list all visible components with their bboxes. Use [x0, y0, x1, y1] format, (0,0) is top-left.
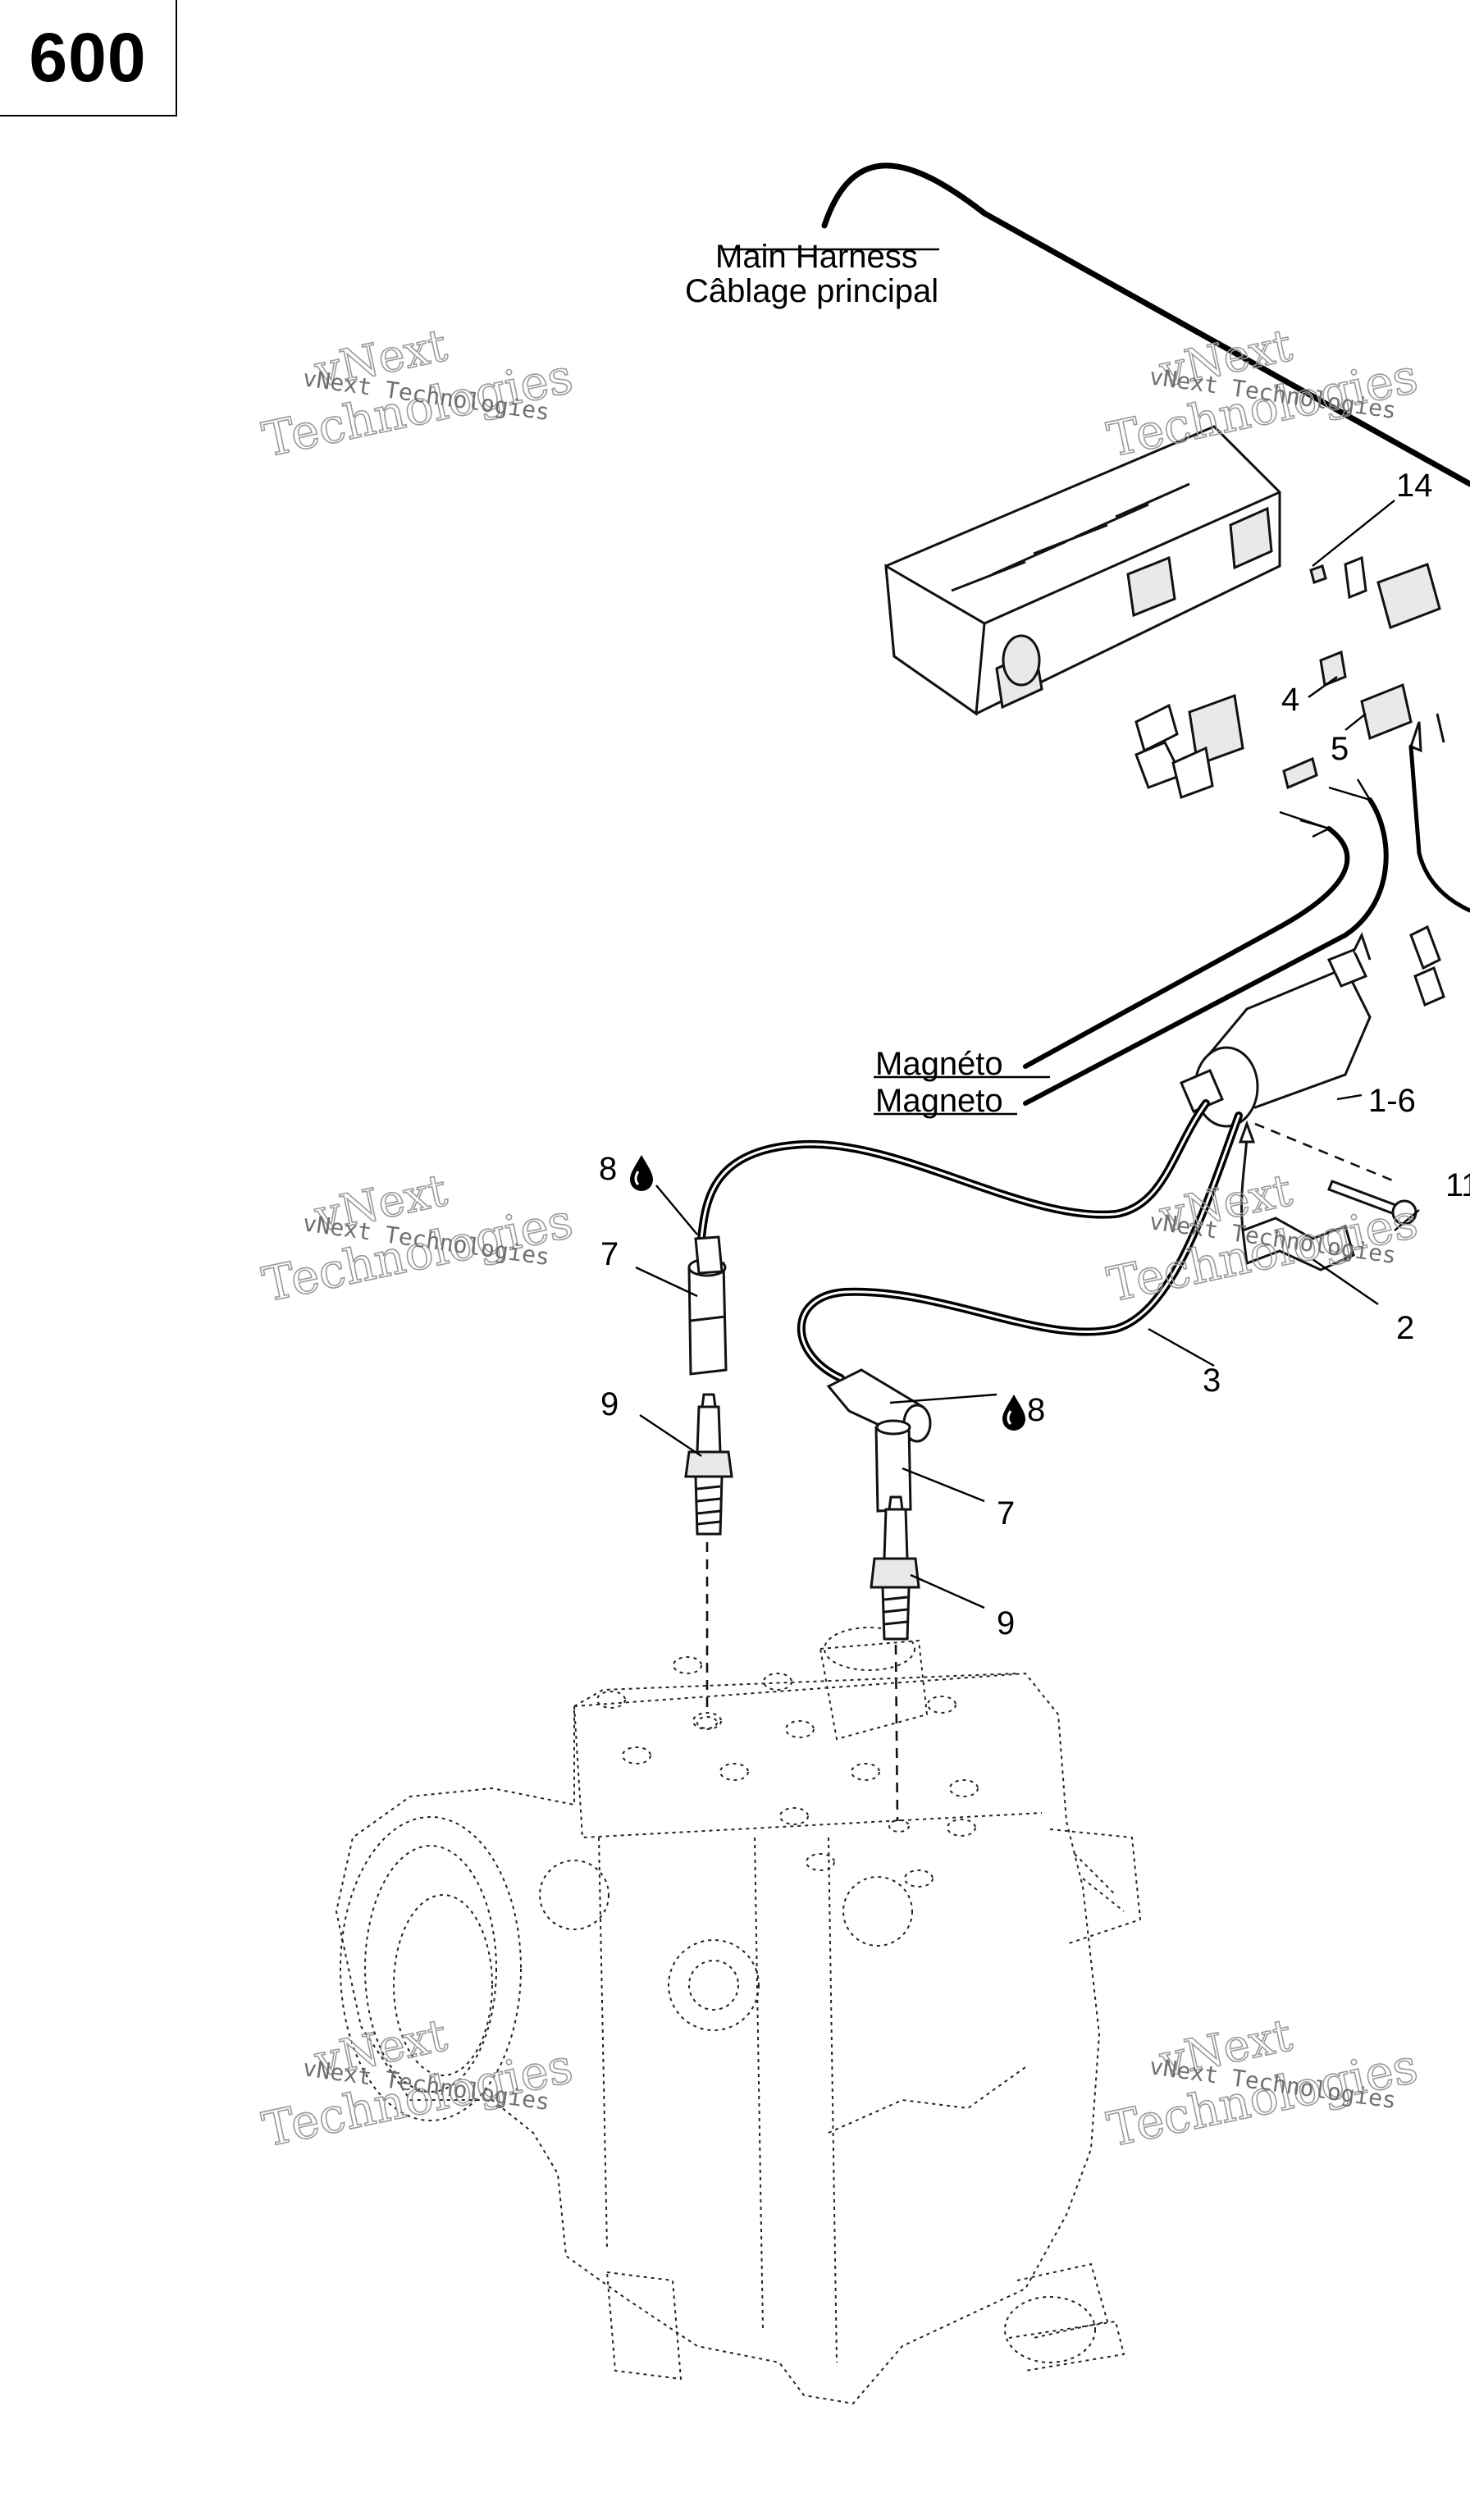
- leader-lines: [635, 248, 1420, 1609]
- callout-11: 11: [1445, 1167, 1470, 1203]
- callout-9-right: 9: [997, 1605, 1015, 1641]
- oil-drop-icon: [1002, 1395, 1025, 1431]
- cdi-module: [884, 425, 1281, 716]
- magneto-label-en: Magneto: [875, 1083, 1003, 1119]
- oil-drop-icon: [630, 1155, 653, 1191]
- connectors-cluster: [1134, 555, 1445, 799]
- main-harness-wire: [821, 162, 1470, 487]
- callout-8-left: 8: [599, 1151, 617, 1187]
- callout-5: 5: [1331, 731, 1349, 767]
- magneto-label-fr: Magnéto: [875, 1046, 1003, 1082]
- callout-4: 4: [1281, 682, 1299, 718]
- callout-9-left: 9: [600, 1386, 619, 1422]
- callout-14: 14: [1396, 468, 1433, 504]
- callout-1-6: 1-6: [1368, 1083, 1416, 1119]
- spark-plug-right: [870, 1495, 920, 1822]
- spark-plug-left: [684, 1393, 733, 1714]
- main-harness-label-en: Main Harness: [715, 239, 918, 275]
- callout-3: 3: [1203, 1363, 1221, 1399]
- spark-plug-cap-right: [826, 1368, 932, 1513]
- coil-bracket: [1238, 1120, 1418, 1271]
- spark-plug-cap-left: [687, 1235, 728, 1376]
- callout-8-right: 8: [1027, 1392, 1045, 1428]
- callout-7-right: 7: [997, 1495, 1015, 1532]
- callout-labels: Main Harness Câblage principal Magnéto M…: [599, 239, 1470, 1641]
- page-number: 600: [29, 18, 147, 96]
- ignition-coil: [1180, 924, 1445, 1128]
- engine-outline: [335, 1627, 1142, 2405]
- page-number-badge: 600: [0, 0, 177, 116]
- callout-7-left: 7: [600, 1236, 619, 1272]
- magneto-wires: [1023, 744, 1470, 1106]
- ht-lead-1: [697, 1099, 1210, 1243]
- main-harness-label-fr: Câblage principal: [685, 273, 938, 309]
- callout-2: 2: [1396, 1310, 1414, 1346]
- ht-lead-2: [797, 1112, 1243, 1382]
